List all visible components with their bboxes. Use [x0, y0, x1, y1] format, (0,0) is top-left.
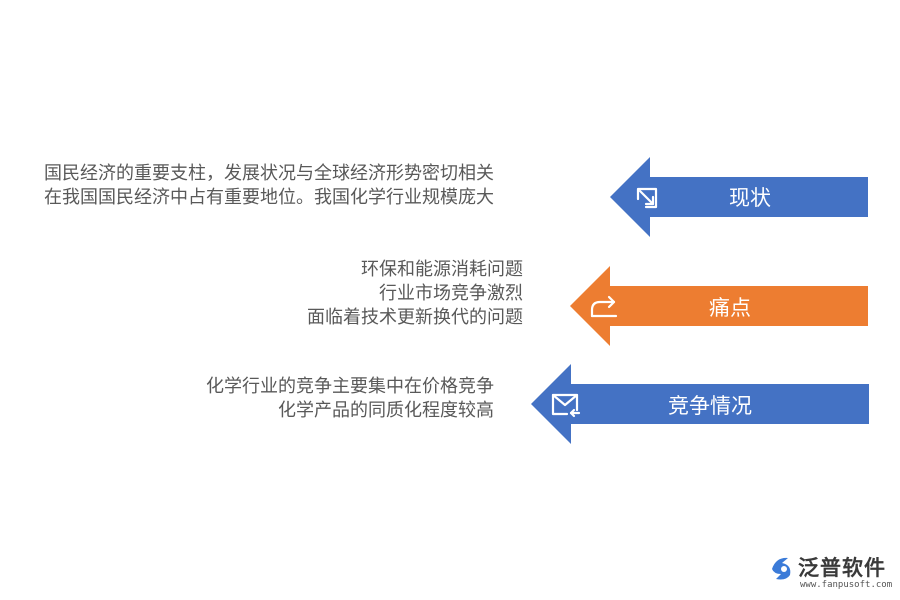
- logo-name: 泛普软件: [798, 556, 886, 580]
- arrow-shape: [531, 364, 869, 444]
- exit-arrow-icon: [636, 187, 658, 209]
- description-line: 在我国国民经济中占有重要地位。我国化学行业规模庞大: [44, 187, 494, 208]
- description-line: 国民经济的重要支柱，发展状况与全球经济形势密切相关: [44, 163, 494, 184]
- description-painpoints: 环保和能源消耗问题 行业市场竞争激烈 面临着技术更新换代的问题: [307, 258, 523, 330]
- arrow-painpoints: [570, 266, 868, 346]
- description-status: 国民经济的重要支柱，发展状况与全球经济形势密切相关 在我国国民经济中占有重要地位…: [44, 162, 494, 210]
- mail-icon: [551, 393, 581, 418]
- arrow-competition: [531, 364, 869, 444]
- arrow-shape: [570, 266, 868, 346]
- logo-mark-icon: [772, 557, 791, 580]
- arrow-label-painpoints: 痛点: [709, 296, 751, 320]
- share-arrow-icon: [590, 295, 618, 318]
- description-line: 化学产品的同质化程度较高: [278, 400, 494, 421]
- arrow-label-competition: 竞争情况: [668, 394, 752, 418]
- description-competition: 化学行业的竞争主要集中在价格竞争 化学产品的同质化程度较高: [206, 375, 494, 423]
- description-line: 化学行业的竞争主要集中在价格竞争: [206, 376, 494, 397]
- brand-logo: 泛普软件 www.fanpusoft.com: [768, 550, 893, 595]
- description-line: 环保和能源消耗问题: [361, 259, 523, 280]
- arrow-shape: [610, 157, 868, 237]
- description-line: 行业市场竞争激烈: [379, 283, 523, 304]
- logo-url: www.fanpusoft.com: [800, 580, 893, 590]
- arrow-status: [610, 157, 868, 237]
- arrow-label-status: 现状: [729, 186, 771, 210]
- description-line: 面临着技术更新换代的问题: [307, 307, 523, 328]
